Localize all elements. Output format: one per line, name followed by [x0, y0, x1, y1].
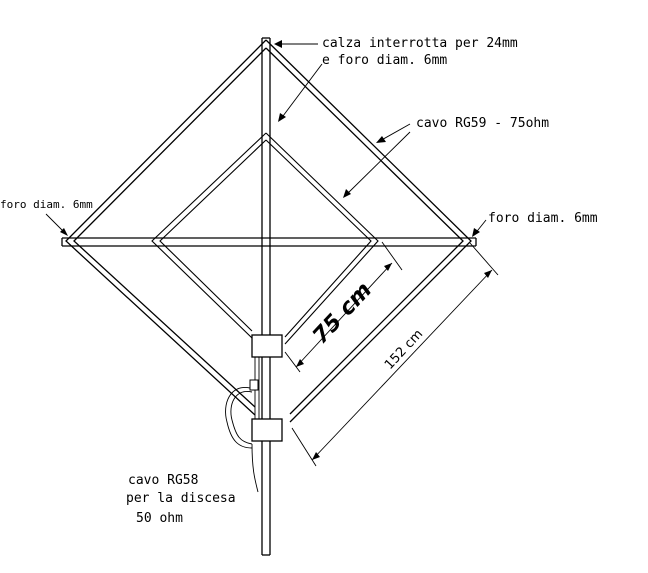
callout-rg58: cavo RG58 per la discesa 50 ohm — [126, 473, 236, 526]
feed-box-upper — [251, 334, 283, 358]
feed-box-lower — [251, 418, 283, 442]
rg58-cable — [225, 387, 259, 493]
dim-75-label: 75 cm — [308, 278, 377, 349]
dimension-75cm: 75 cm — [284, 241, 403, 373]
calza-label-line2: e foro diam. 6mm — [322, 53, 447, 68]
cross-arm — [61, 237, 477, 247]
calza-label-line1: calza interrotta per 24mm — [322, 36, 518, 51]
rg58-label-line2: per la discesa — [126, 491, 236, 506]
callout-rg59: cavo RG59 - 75ohm — [343, 116, 549, 198]
dim-152-label: 152 cm — [382, 327, 426, 373]
callout-foro-left: foro diam. 6mm — [0, 198, 93, 236]
phasing-stub — [249, 357, 260, 419]
mast — [261, 37, 271, 556]
rg58-label-line1: cavo RG58 — [128, 473, 198, 488]
callout-foro-right: foro diam. 6mm — [472, 211, 598, 237]
inner-loop — [151, 132, 379, 345]
callout-calza: calza interrotta per 24mm e foro diam. 6… — [274, 36, 518, 122]
dimension-152cm: 152 cm — [291, 242, 499, 467]
rg58-label-line3: 50 ohm — [136, 511, 183, 526]
foro-left-label: foro diam. 6mm — [0, 198, 93, 211]
outer-loop — [65, 39, 472, 423]
foro-right-label: foro diam. 6mm — [488, 211, 598, 226]
rg59-label: cavo RG59 - 75ohm — [416, 116, 549, 131]
